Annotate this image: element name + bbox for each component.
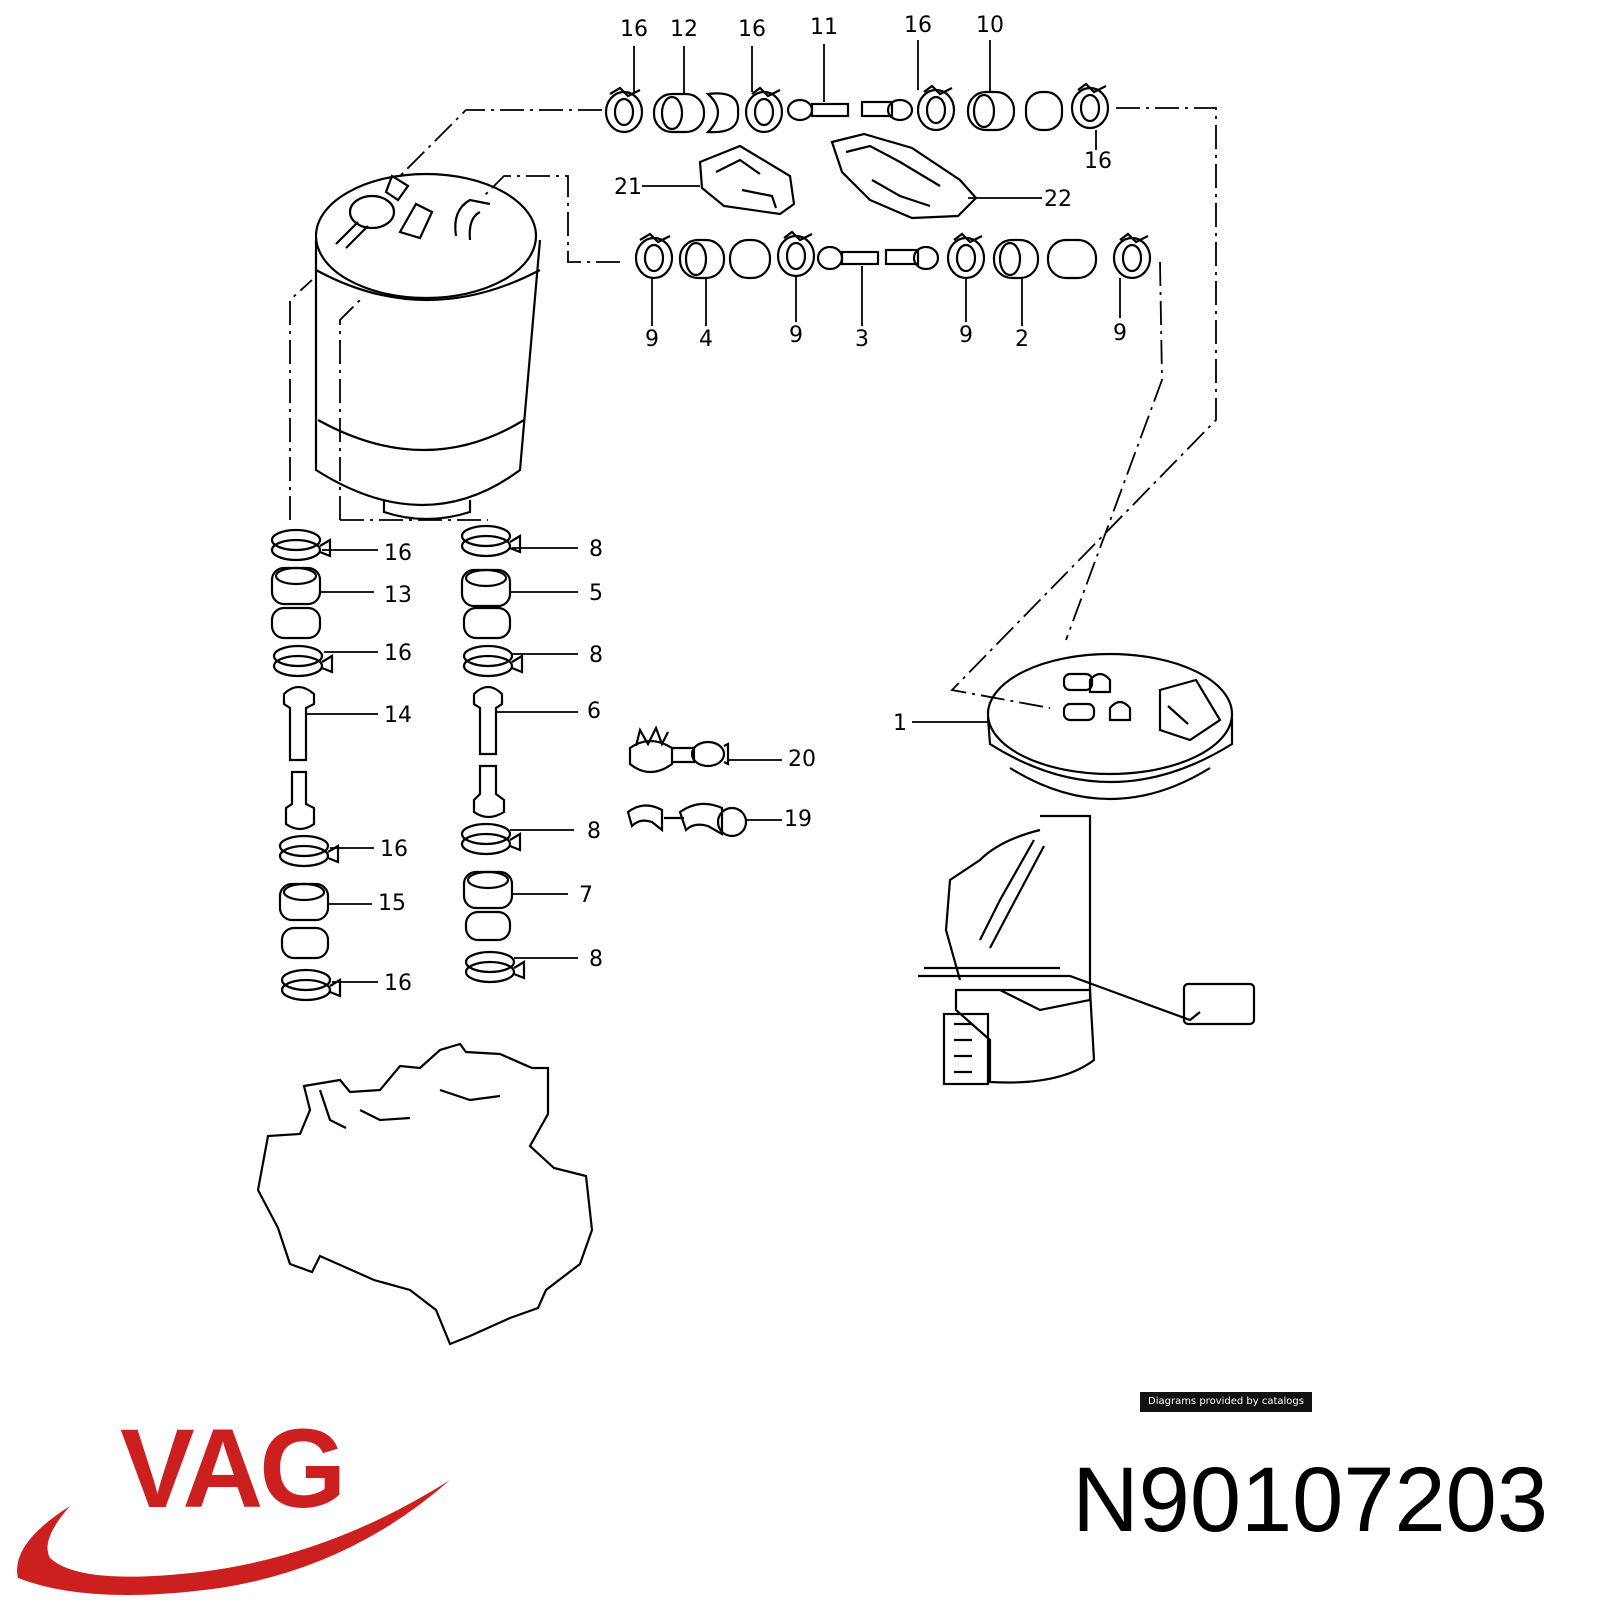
callout-1: 1 [893, 711, 907, 736]
hose-stack-left [270, 528, 342, 1002]
engine-outline [256, 1042, 594, 1346]
callout-2: 2 [1015, 327, 1029, 352]
brand-logo: VAG [120, 1406, 346, 1531]
callout-16-f: 16 [384, 641, 412, 666]
callout-14: 14 [384, 703, 412, 728]
callout-8-a: 8 [589, 537, 603, 562]
fuel-sender-unit [918, 652, 1256, 1086]
callout-16-g: 16 [380, 837, 408, 862]
callout-19: 19 [784, 807, 812, 832]
diagram-credit-badge: Diagrams provided by catalogs parts [1140, 1392, 1312, 1427]
callout-11: 11 [810, 15, 838, 40]
callout-9-c: 9 [959, 323, 973, 348]
callout-3: 3 [855, 327, 869, 352]
callout-22: 22 [1044, 187, 1072, 212]
clip-20 [628, 725, 730, 774]
callout-9-b: 9 [789, 323, 803, 348]
bracket-21 [698, 144, 796, 216]
callout-4: 4 [699, 327, 713, 352]
callout-12: 12 [670, 17, 698, 42]
clip-19 [626, 802, 748, 838]
callout-9-a: 9 [645, 327, 659, 352]
hose-row-upper [604, 82, 1110, 134]
callout-6: 6 [587, 699, 601, 724]
callout-8-c: 8 [587, 819, 601, 844]
hose-row-lower [634, 230, 1152, 280]
fuel-filter [314, 172, 542, 521]
hose-stack-right [460, 524, 526, 984]
callout-20: 20 [788, 747, 816, 772]
callout-16-d: 16 [1084, 149, 1112, 174]
bracket-22 [830, 132, 978, 220]
callout-7: 7 [579, 883, 593, 908]
part-number: N90107203 [1072, 1449, 1548, 1551]
brand-swoosh [17, 1480, 450, 1596]
callout-9-d: 9 [1113, 321, 1127, 346]
leader-lines [306, 40, 1121, 983]
callout-16-c: 16 [904, 13, 932, 38]
callout-8-d: 8 [589, 947, 603, 972]
callout-15: 15 [378, 891, 406, 916]
callout-5: 5 [589, 581, 603, 606]
hose-route-lines [289, 107, 1217, 709]
callout-8-b: 8 [589, 643, 603, 668]
callout-21: 21 [614, 175, 642, 200]
callout-10: 10 [976, 13, 1004, 38]
callout-16-h: 16 [384, 971, 412, 996]
callout-16-a: 16 [620, 17, 648, 42]
callout-13: 13 [384, 583, 412, 608]
callout-labels: 16 12 16 11 16 10 16 21 22 9 4 9 3 9 2 9… [378, 13, 1127, 996]
callout-16-b: 16 [738, 17, 766, 42]
callout-16-e: 16 [384, 541, 412, 566]
